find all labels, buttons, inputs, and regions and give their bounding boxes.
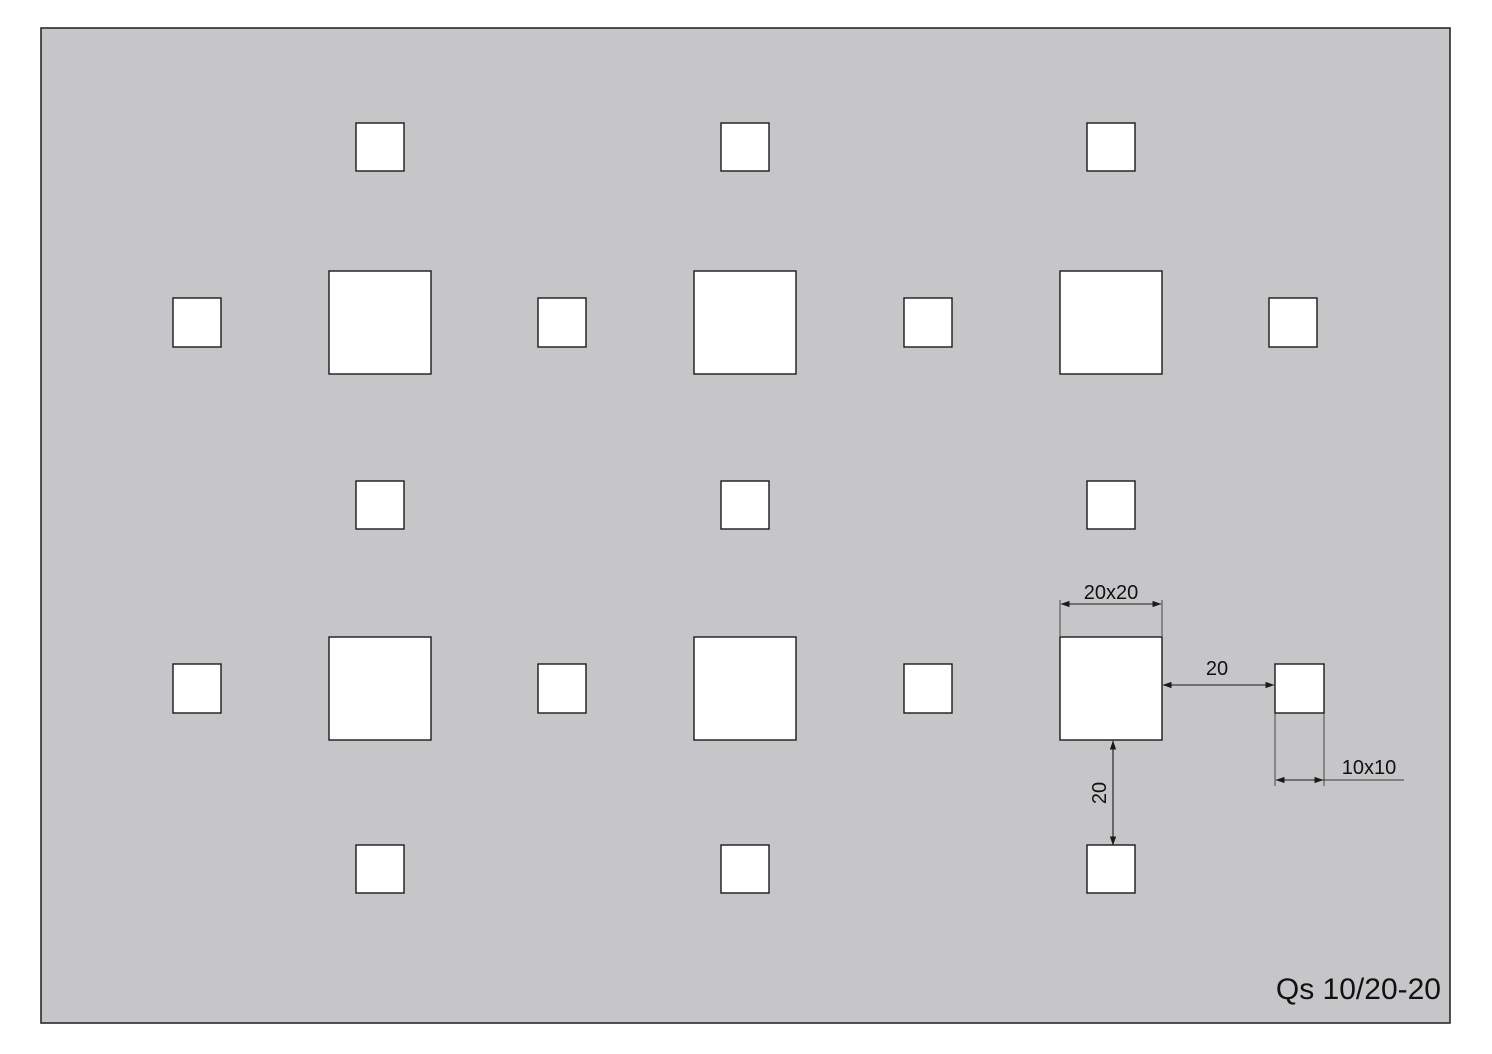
small-hole	[1086, 844, 1136, 894]
dimension-horizontal-gap: 20	[1162, 658, 1275, 689]
large-hole	[693, 270, 797, 375]
small-hole	[1086, 122, 1136, 172]
pattern-code: Qs 10/20-20	[1276, 973, 1441, 1006]
small-hole	[1086, 480, 1136, 530]
small-hole	[172, 663, 222, 714]
small-hole	[537, 297, 587, 348]
small-hole	[720, 844, 770, 894]
small-hole	[903, 663, 953, 714]
large-hole	[1059, 270, 1163, 375]
large-hole	[693, 636, 797, 741]
hole-grid	[172, 122, 1325, 894]
small-hole	[355, 122, 405, 172]
small-hole	[1268, 297, 1318, 348]
dimension-small-hole: 10x10	[1274, 713, 1404, 786]
large-hole	[328, 636, 432, 741]
small-hole	[172, 297, 222, 348]
small-hole	[355, 480, 405, 530]
dimension-label-horizontal-gap: 20	[1206, 658, 1228, 680]
small-hole	[355, 844, 405, 894]
large-hole	[328, 270, 432, 375]
small-hole	[903, 297, 953, 348]
dimension-large-hole: 20x20	[1059, 582, 1163, 636]
small-hole	[537, 663, 587, 714]
dimension-label-small-hole: 10x10	[1342, 757, 1397, 779]
large-hole	[1059, 636, 1163, 741]
dimension-label-vertical-gap: 20	[1089, 782, 1111, 804]
dimension-label-large-hole: 20x20	[1084, 582, 1139, 604]
small-hole	[720, 122, 770, 172]
small-hole	[1274, 663, 1325, 714]
small-hole	[720, 480, 770, 530]
dimension-vertical-gap: 20	[1089, 740, 1117, 846]
